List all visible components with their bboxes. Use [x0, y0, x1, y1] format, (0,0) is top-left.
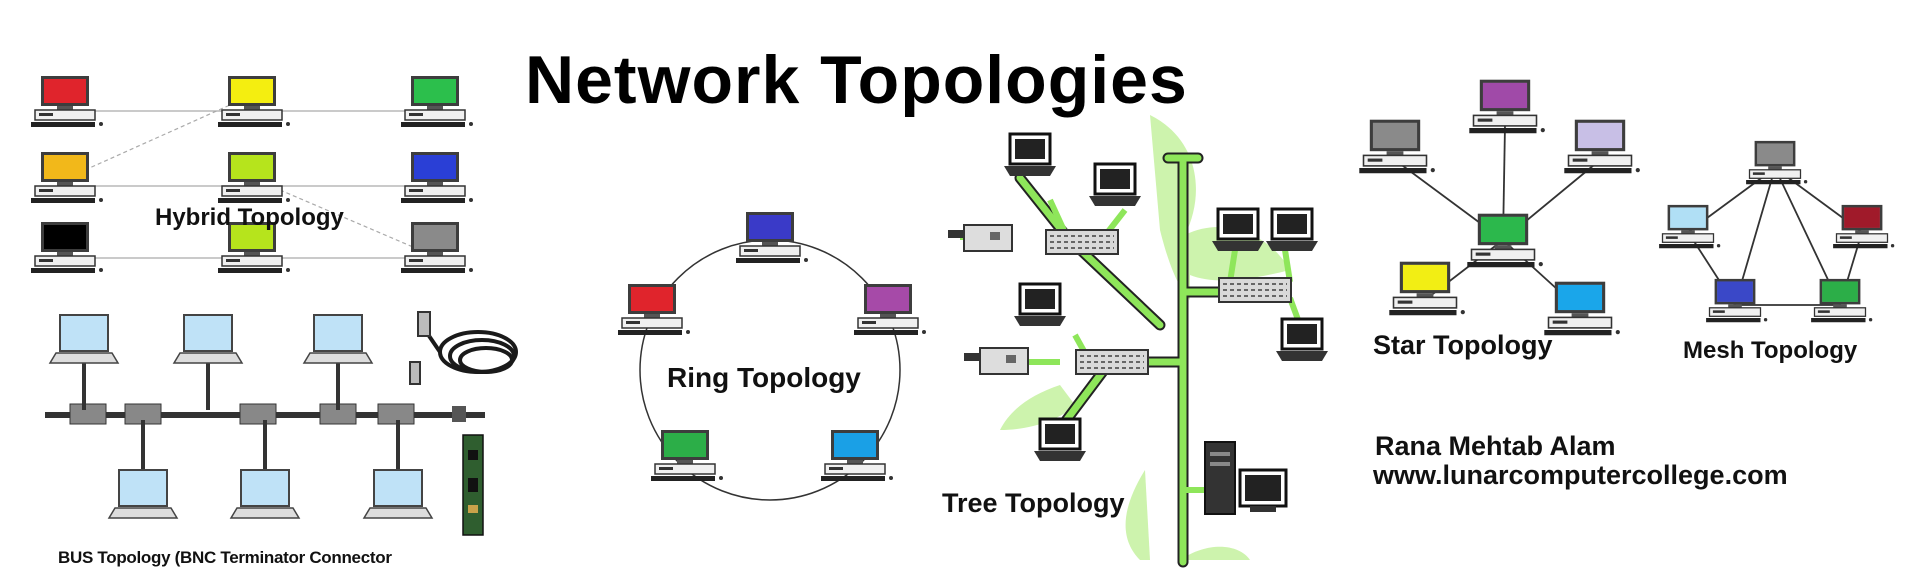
mesh-topology	[1658, 140, 1895, 323]
hybrid-computer	[217, 221, 291, 274]
monitor-screen	[1402, 264, 1448, 291]
monitor-screen	[414, 155, 456, 179]
hybrid-computer	[30, 221, 104, 274]
monitor-screen	[231, 79, 273, 103]
ring-topology-label: Ring Topology	[667, 362, 861, 393]
monitor-screen	[1482, 82, 1528, 109]
star-computer	[1358, 118, 1436, 175]
hybrid-topology	[30, 75, 474, 274]
bus-laptop	[230, 469, 300, 519]
monitor-screen	[1670, 207, 1706, 228]
ring-computer	[735, 211, 809, 264]
mesh-computer	[1658, 204, 1721, 249]
tree-server	[1204, 441, 1288, 515]
hybrid-computer	[30, 75, 104, 128]
bus-laptop	[49, 314, 119, 364]
mesh-computer	[1705, 278, 1768, 323]
tree-topology	[948, 115, 1330, 568]
ring-computers	[617, 211, 927, 482]
star-topology	[1358, 78, 1641, 337]
monitor-screen	[1757, 143, 1793, 164]
hybrid-computer	[30, 151, 104, 204]
monitor-screen	[1557, 284, 1603, 311]
author-name: Rana Mehtab Alam	[1375, 431, 1616, 461]
hybrid-computer	[400, 151, 474, 204]
bus-topology	[45, 311, 518, 536]
bus-laptop	[173, 314, 243, 364]
hybrid-computer	[400, 221, 474, 274]
ring-computer	[617, 283, 691, 336]
star-computer	[1543, 280, 1621, 337]
hybrid-computers	[30, 75, 474, 274]
bnc-cable	[409, 311, 518, 385]
monitor-screen	[631, 287, 673, 311]
bus-drops	[82, 363, 400, 470]
network-card	[462, 434, 484, 536]
mesh-computer	[1745, 140, 1808, 185]
star-computer	[1563, 118, 1641, 175]
monitor-screen	[1717, 281, 1753, 302]
monitor-screen	[414, 225, 456, 249]
mesh-computers	[1658, 140, 1895, 323]
hybrid-computer	[217, 151, 291, 204]
monitor-screen	[231, 155, 273, 179]
star-computer	[1388, 260, 1466, 317]
author-website: www.lunarcomputercollege.com	[1373, 460, 1788, 490]
star-computer	[1466, 212, 1544, 269]
monitor-screen	[664, 433, 706, 457]
star-topology-label: Star Topology	[1373, 330, 1553, 360]
monitor-screen	[1822, 281, 1858, 302]
bus-topology-label: BUS Topology (BNC Terminator Connector	[58, 548, 392, 567]
hybrid-topology-label: Hybrid Topology	[155, 204, 344, 231]
bus-laptop	[108, 469, 178, 519]
star-computers	[1358, 78, 1641, 337]
mesh-computer	[1810, 278, 1873, 323]
ring-computer	[853, 283, 927, 336]
monitor-screen	[1844, 207, 1880, 228]
monitor-screen	[1480, 216, 1526, 243]
monitor-screen	[1372, 122, 1418, 149]
ring-topology	[617, 211, 927, 501]
bus-connectors	[69, 403, 466, 425]
monitor-screen	[749, 215, 791, 239]
tree-printer-2	[964, 347, 1029, 375]
monitor-screen	[414, 79, 456, 103]
monitor-screen	[834, 433, 876, 457]
tree-topology-label: Tree Topology	[942, 488, 1125, 518]
bus-laptop	[363, 469, 433, 519]
hybrid-computer	[217, 75, 291, 128]
ring-computer	[820, 429, 894, 482]
star-computer	[1468, 78, 1546, 135]
tree-nodes	[948, 132, 1330, 515]
monitor-screen	[231, 225, 273, 249]
hybrid-computer	[400, 75, 474, 128]
ring-computer	[650, 429, 724, 482]
bus-laptop	[303, 314, 373, 364]
monitor-screen	[44, 155, 86, 179]
monitor-screen	[44, 225, 86, 249]
monitor-screen	[1577, 122, 1623, 149]
mesh-computer	[1832, 204, 1895, 249]
monitor-screen	[44, 79, 86, 103]
monitor-screen	[867, 287, 909, 311]
tree-printer	[948, 224, 1013, 252]
page-title: Network Topologies	[525, 42, 1188, 118]
mesh-topology-label: Mesh Topology	[1683, 337, 1858, 364]
